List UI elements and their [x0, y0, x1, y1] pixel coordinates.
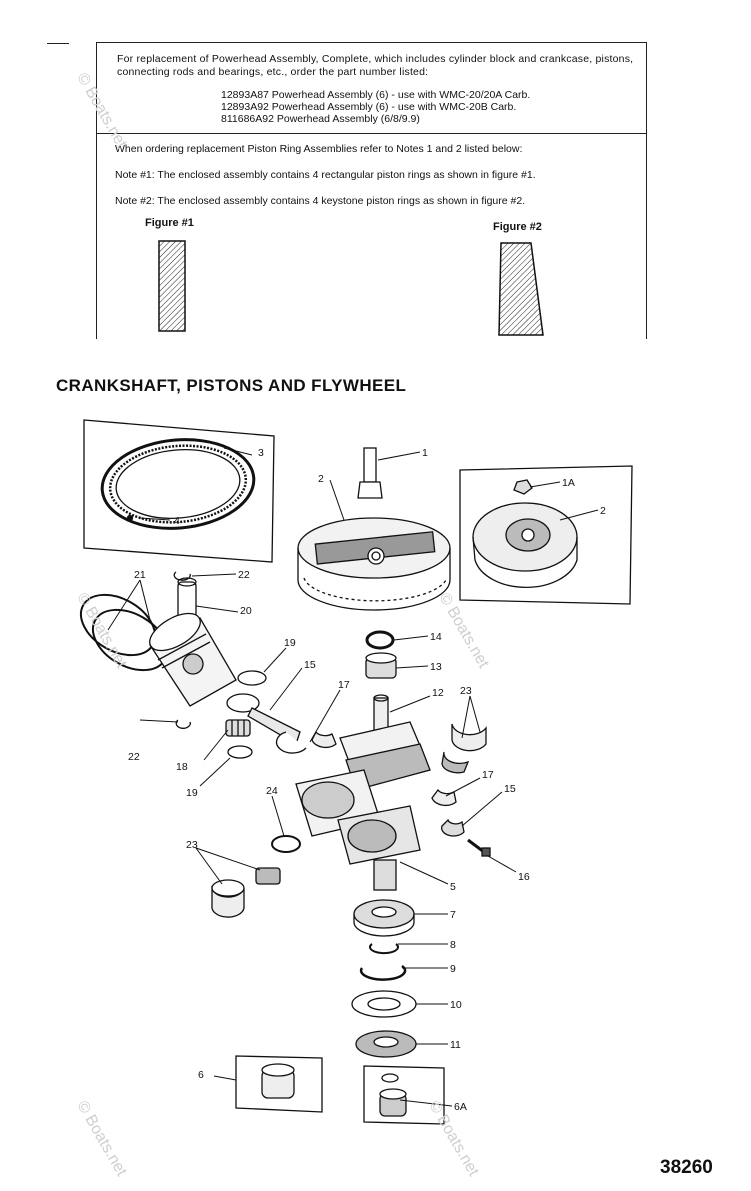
- bushing-6a: [379, 1073, 407, 1117]
- callout-8: 8: [450, 939, 456, 951]
- piston-pin-needle-bearing: [225, 719, 251, 737]
- note-2: Note #2: The enclosed assembly contains …: [115, 195, 526, 207]
- diagram-reference-number: 38260: [660, 1157, 713, 1178]
- center-bearing-ring: [271, 835, 301, 853]
- callout-17-right: 17: [482, 769, 494, 781]
- snap-ring: [359, 964, 407, 981]
- piston: [149, 612, 237, 707]
- bushing-6: [261, 1063, 295, 1099]
- bushing-6-box: [235, 1055, 323, 1113]
- callout-11: 11: [450, 1039, 461, 1051]
- notes-divider: [97, 133, 646, 134]
- keystone-ring-figure: [498, 242, 544, 336]
- exploded-parts-diagram: 1 2 3 4 1A 2 22 20 21 22 19 15 17 18 19 …: [80, 419, 633, 1125]
- alternate-flywheel-box: [459, 465, 633, 605]
- thrust-washer-lower: [227, 745, 253, 759]
- callout-20: 20: [240, 605, 252, 617]
- rectangular-ring-figure: [158, 240, 186, 332]
- callout-numbers: 1 2 3 4 1A 2 22 20 21 22 19 15 17 18 19 …: [128, 447, 606, 1113]
- callout-19-upper: 19: [284, 637, 296, 649]
- assembly-line-3: 811686A92 Powerhead Assembly (6/8/9.9): [221, 113, 420, 125]
- callout-21: 21: [134, 569, 146, 581]
- callout-24: 24: [266, 785, 278, 797]
- flywheel-nut: [357, 447, 383, 499]
- callout-12: 12: [432, 687, 444, 699]
- callout-17-upper: 17: [338, 679, 350, 691]
- lower-ball-bearing: [353, 899, 415, 937]
- upper-main-bearing: [365, 652, 397, 679]
- retaining-ring-small: [369, 943, 399, 955]
- ring-gear-screw: [126, 514, 134, 522]
- callout-9: 9: [450, 963, 456, 975]
- thrust-washer-upper: [237, 670, 267, 686]
- rod-bearing-upper: [311, 730, 337, 749]
- callout-7: 7: [450, 909, 456, 921]
- callout-3: 3: [258, 447, 264, 459]
- corner-dash: [47, 43, 69, 44]
- callout-leaders: [107, 447, 599, 1107]
- callout-19-lower: 19: [186, 787, 198, 799]
- assembly-line-1: 12893A87 Powerhead Assembly (6) - use wi…: [221, 89, 531, 101]
- figure-1-label: Figure #1: [145, 217, 194, 229]
- center-main-bearing-right: [441, 723, 487, 774]
- wrist-pin-clip-lower: [175, 719, 191, 729]
- callout-22-upper: 22: [238, 569, 250, 581]
- alternate-flywheel: [472, 479, 578, 589]
- callout-10: 10: [450, 999, 462, 1011]
- callout-15-cap: 15: [504, 783, 516, 795]
- ring-gear: [100, 438, 256, 530]
- center-main-bearing-left: [211, 867, 281, 918]
- callout-16: 16: [518, 871, 530, 883]
- rod-cap: [440, 818, 465, 837]
- figure-2-label: Figure #2: [493, 221, 542, 233]
- callout-1: 1: [422, 447, 428, 459]
- powerhead-intro-text: For replacement of Powerhead Assembly, C…: [117, 53, 634, 78]
- callout-22-lower: 22: [128, 751, 140, 763]
- callout-23-left: 23: [186, 839, 198, 851]
- section-title: CRANKSHAFT, PISTONS AND FLYWHEEL: [56, 376, 407, 395]
- assembly-line-2: 12893A92 Powerhead Assembly (6) - use wi…: [221, 101, 517, 113]
- connecting-rod: [226, 693, 307, 754]
- callout-15-rod: 15: [304, 659, 316, 671]
- bushing-6a-box: [363, 1065, 445, 1125]
- oil-seal-upper: [365, 630, 395, 650]
- callout-2-alternate: 2: [600, 505, 606, 517]
- callout-1a: 1A: [562, 477, 575, 489]
- piston-ring-intro: When ordering replacement Piston Ring As…: [115, 143, 523, 155]
- powerhead-notes-box: For replacement of Powerhead Assembly, C…: [96, 42, 647, 339]
- callout-2-flywheel: 2: [318, 473, 324, 485]
- callout-13: 13: [430, 661, 442, 673]
- callout-6: 6: [198, 1069, 204, 1081]
- wrist-pin-clip-upper: [173, 571, 191, 581]
- crankshaft: [295, 694, 431, 891]
- callout-18: 18: [176, 761, 188, 773]
- callout-14: 14: [430, 631, 442, 643]
- callout-6a: 6A: [454, 1101, 467, 1113]
- ring-gear-box: [83, 419, 275, 563]
- crankshaft-bolt: [467, 838, 491, 857]
- powerhead-assembly-list: 12893A87 Powerhead Assembly (6) - use wi…: [221, 89, 530, 125]
- callout-4: 4: [174, 515, 180, 527]
- lower-oil-seal: [355, 1030, 417, 1058]
- note-1: Note #1: The enclosed assembly contains …: [115, 169, 536, 181]
- callout-23-right: 23: [460, 685, 472, 697]
- bearing-washer: [351, 990, 417, 1018]
- callout-5: 5: [450, 881, 456, 893]
- flywheel: [297, 517, 451, 611]
